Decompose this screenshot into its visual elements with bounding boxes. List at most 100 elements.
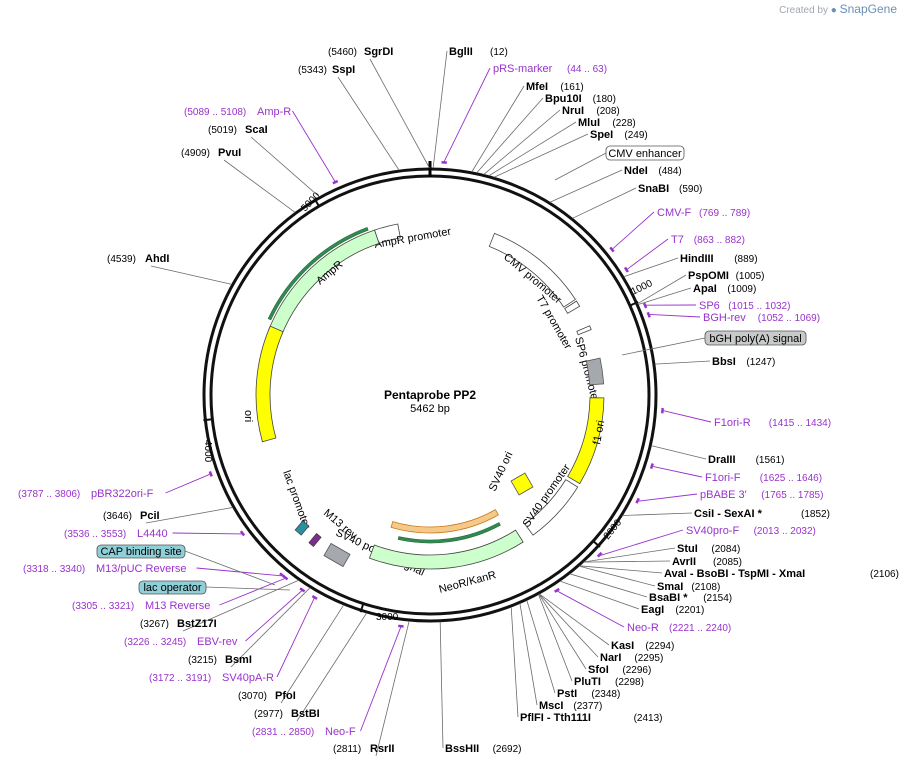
site-sfoi[interactable]: SfoI(2296) bbox=[588, 664, 651, 676]
site-bstz17i[interactable]: (3267)BstZ17I bbox=[140, 618, 217, 630]
boxed-feature-cmv-enhancer[interactable]: CMV enhancer bbox=[605, 145, 685, 161]
site-name: NruI bbox=[562, 105, 584, 117]
site-pluti[interactable]: PluTI(2298) bbox=[574, 676, 644, 688]
primer-name: Neo-F bbox=[325, 726, 356, 738]
site-name: PluTI bbox=[574, 676, 601, 688]
site-bsshii[interactable]: BssHII(2692) bbox=[445, 743, 522, 755]
site-leader bbox=[439, 621, 444, 749]
feature-arrow-shape bbox=[255, 325, 284, 443]
site-hindiii[interactable]: HindIII(889) bbox=[680, 253, 758, 265]
feature-cmv-promoter[interactable]: CMV promoter bbox=[488, 232, 576, 308]
site-name: KasI bbox=[611, 640, 634, 652]
site-spei[interactable]: SpeI(249) bbox=[590, 129, 648, 141]
primer-f1ori-r[interactable]: F1ori-R(1415 .. 1434) bbox=[661, 407, 831, 429]
site-pfoi[interactable]: (3070)PfoI bbox=[238, 690, 296, 702]
site-avrii[interactable]: AvrII(2085) bbox=[672, 556, 742, 568]
primer-name: T7 bbox=[671, 234, 684, 246]
site-sgrdi[interactable]: (5460)SgrDI bbox=[328, 46, 393, 58]
primer-name: BGH-rev bbox=[703, 312, 746, 324]
primer-sp6[interactable]: SP6(1015 .. 1032) bbox=[642, 300, 790, 312]
boxed-feature-cap-binding-site[interactable]: CAP binding site bbox=[96, 544, 186, 559]
site-bsabi[interactable]: BsaBI *(2154) bbox=[649, 592, 732, 604]
site-position: (1009) bbox=[727, 284, 756, 295]
site-pspomi[interactable]: PspOMI(1005) bbox=[688, 270, 765, 282]
site-snabi[interactable]: SnaBI(590) bbox=[638, 183, 702, 195]
site-bglii[interactable]: BglII(12) bbox=[449, 46, 508, 58]
site-sspi[interactable]: (5343)SspI bbox=[298, 64, 355, 76]
site-pvui[interactable]: (4909)PvuI bbox=[181, 147, 241, 159]
site-draiii[interactable]: DraIII(1561) bbox=[708, 454, 785, 466]
feature-f1-ori[interactable]: f1 ori bbox=[567, 397, 608, 485]
site-bstbi[interactable]: (2977)BstBI bbox=[254, 708, 320, 720]
primer-sv40pa-r[interactable]: (3172 .. 3191)SV40pA-R bbox=[149, 595, 318, 684]
site-mlui[interactable]: MluI(228) bbox=[578, 117, 636, 129]
primer-sv40pro-f[interactable]: SV40pro-F(2013 .. 2032) bbox=[596, 525, 816, 558]
primer-f1ori-f[interactable]: F1ori-F(1625 .. 1646) bbox=[649, 463, 822, 484]
primer-name: Amp-R bbox=[257, 106, 291, 118]
site-bsmi[interactable]: (3215)BsmI bbox=[188, 654, 252, 666]
primer-bgh-rev[interactable]: BGH-rev(1052 .. 1069) bbox=[646, 311, 820, 324]
primer-ebv-rev[interactable]: (3226 .. 3245)EBV-rev bbox=[124, 587, 306, 648]
site-smai[interactable]: SmaI(2108) bbox=[657, 581, 720, 593]
site-stui[interactable]: StuI(2084) bbox=[677, 543, 740, 555]
primer-neo-r[interactable]: Neo-R(2221 .. 2240) bbox=[554, 587, 732, 634]
boxed-feature-bgh-poly-a-signal[interactable]: bGH poly(A) signal bbox=[704, 330, 807, 346]
site-name: PstI bbox=[557, 688, 577, 700]
site-ndei[interactable]: NdeI(484) bbox=[624, 165, 682, 177]
primer-prs-marker[interactable]: pRS-marker(44 .. 63) bbox=[441, 63, 608, 164]
primer-t7[interactable]: T7(863 .. 882) bbox=[623, 234, 745, 273]
site-rsrii[interactable]: (2811)RsrII bbox=[333, 743, 394, 755]
site-eagi[interactable]: EagI(2201) bbox=[641, 604, 704, 616]
site-psti[interactable]: PstI (2348) bbox=[557, 688, 620, 700]
site-position: (3215) bbox=[188, 655, 217, 666]
site-nari[interactable]: NarI(2295) bbox=[600, 652, 663, 664]
scale-tick-label: 4000 bbox=[202, 440, 213, 463]
feature-ampr[interactable]: AmpR bbox=[268, 229, 380, 336]
feature-ampr-promoter[interactable]: AmpR promoter bbox=[373, 223, 452, 251]
site-nrui[interactable]: NruI(208) bbox=[562, 105, 620, 117]
feature-box-label: CMV enhancer bbox=[608, 148, 682, 160]
site-scai[interactable]: (5019)ScaI bbox=[208, 124, 268, 136]
site-apai[interactable]: ApaI(1009) bbox=[693, 283, 756, 295]
primer-neo-f[interactable]: (2831 .. 2850)Neo-F bbox=[252, 624, 404, 738]
primer-mark bbox=[649, 463, 654, 470]
site-position: (2296) bbox=[622, 665, 651, 676]
site-bbsi[interactable]: BbsI(1247) bbox=[712, 356, 775, 368]
site-msci[interactable]: MscI(2377) bbox=[539, 700, 602, 712]
primer-cmv-f[interactable]: CMV-F(769 .. 789) bbox=[609, 207, 750, 253]
primer-mark bbox=[635, 497, 640, 504]
primer-leader bbox=[443, 67, 491, 162]
boxed-feature-lac-operator[interactable]: lac operator bbox=[138, 580, 207, 595]
feature-sv40-promoter[interactable]: SV40 promoter bbox=[521, 462, 579, 536]
site-name: NarI bbox=[600, 652, 621, 664]
site-name: HindIII bbox=[680, 253, 714, 265]
site-mfei[interactable]: MfeI(161) bbox=[526, 81, 584, 93]
site-name: MscI bbox=[539, 700, 563, 712]
site-leader bbox=[375, 620, 410, 757]
site-leader bbox=[539, 593, 610, 646]
primer-m13-reverse[interactable]: (3305 .. 3321)M13 Reverse bbox=[72, 575, 289, 612]
feature-ori[interactable]: ori bbox=[242, 325, 284, 443]
feature-arrow-shape bbox=[576, 325, 592, 336]
site-bpu10i[interactable]: Bpu10I(180) bbox=[545, 93, 616, 105]
site-pflfi-tth111i[interactable]: PflFI - Tth111I(2413) bbox=[520, 712, 663, 724]
site-csii-sexai[interactable]: CsiI - SexAI *(1852) bbox=[694, 508, 830, 520]
cap-site-marker bbox=[294, 520, 310, 536]
feature-sv40-ori[interactable]: SV40 ori bbox=[487, 450, 516, 493]
site-position: (2348) bbox=[591, 689, 620, 700]
site-ahdi[interactable]: (4539)AhdI bbox=[107, 253, 169, 265]
site-avai-bsobi-tspmi-xmai[interactable]: AvaI - BsoBI - TspMI - XmaI(2106) bbox=[664, 568, 899, 580]
primer-leader bbox=[600, 529, 684, 556]
primer-leader bbox=[292, 110, 336, 182]
primer-m13-puc-reverse[interactable]: (3318 .. 3340)M13/pUC Reverse bbox=[23, 563, 285, 578]
site-pcii[interactable]: (3646)PciI bbox=[103, 510, 160, 522]
primer-name: M13/pUC Reverse bbox=[96, 563, 186, 575]
primer-amp-r[interactable]: (5089 .. 5108)Amp-R bbox=[184, 106, 339, 185]
site-position: (2413) bbox=[634, 713, 663, 724]
site-kasi[interactable]: KasI(2294) bbox=[611, 640, 674, 652]
primer-range: (3305 .. 3321) bbox=[72, 601, 134, 612]
primer-l4440[interactable]: (3536 .. 3553)L4440 bbox=[64, 528, 246, 540]
primer-pbabe-3[interactable]: pBABE 3'(1765 .. 1785) bbox=[635, 489, 823, 504]
feature-lac-promoter[interactable]: lac promoter bbox=[280, 469, 312, 531]
primer-pbr322ori-f[interactable]: (3787 .. 3806)pBR322ori-F bbox=[18, 470, 213, 500]
